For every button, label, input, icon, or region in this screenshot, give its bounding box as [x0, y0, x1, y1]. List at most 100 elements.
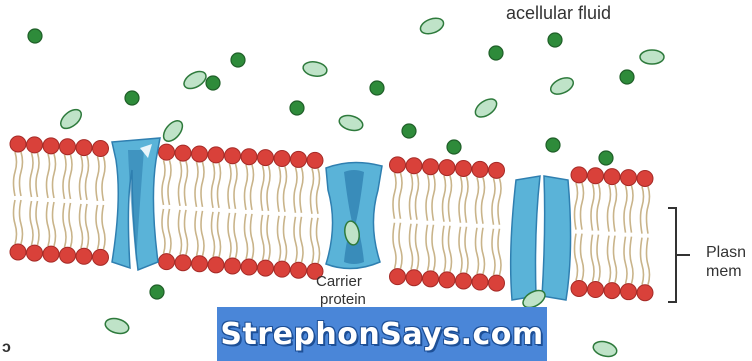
- phospholipid-head: [588, 282, 604, 298]
- solute-light: [418, 15, 445, 36]
- solute-dark: [28, 29, 42, 43]
- solute-dark: [206, 76, 220, 90]
- phospholipid-tail: [245, 214, 248, 259]
- carrier-protein-label-line1: Carrier: [316, 273, 362, 290]
- phospholipid-tail: [597, 184, 600, 231]
- phospholipid-tail: [399, 173, 402, 219]
- phospholipid-head: [637, 170, 653, 186]
- phospholipid-tail: [284, 216, 287, 261]
- phospholipid-head: [175, 255, 191, 271]
- phospholipid-tail: [443, 226, 446, 272]
- phospholipid-tail: [449, 176, 452, 222]
- membrane-bracket: [668, 208, 690, 302]
- phospholipid-tail: [641, 186, 644, 233]
- solute-light: [592, 339, 619, 359]
- phospholipid-tail: [482, 228, 485, 274]
- phospholipid-head: [241, 149, 257, 165]
- phospholipid-tail: [185, 161, 188, 206]
- phospholipid-tail: [416, 174, 419, 220]
- phospholipid-tail: [234, 213, 237, 258]
- phospholipid-head: [291, 262, 307, 278]
- solute-dark: [546, 138, 560, 152]
- phospholipid-head: [274, 151, 290, 167]
- phospholipid-tail: [410, 174, 413, 220]
- phospholipid-head: [27, 245, 43, 261]
- phospholipid-tail: [14, 200, 17, 244]
- phospholipid-tail: [443, 176, 446, 222]
- phospholipid-tail: [63, 155, 66, 199]
- phospholipid-tail: [218, 212, 221, 257]
- phospholipid-tail: [261, 166, 264, 211]
- solute-dark: [402, 124, 416, 138]
- phospholipid-tail: [80, 156, 83, 200]
- solute-dark: [489, 46, 503, 60]
- solute-light: [302, 60, 328, 78]
- phospholipid-tail: [393, 173, 396, 219]
- phospholipid-tail: [53, 154, 56, 198]
- phospholipid-head: [472, 161, 488, 177]
- phospholipid-head: [159, 144, 175, 160]
- solute-dark: [620, 70, 634, 84]
- carrier-protein-label-line2: protein: [320, 291, 366, 308]
- phospholipid-tail: [278, 167, 281, 212]
- phospholipid-tail: [311, 218, 314, 263]
- phospholipid-head: [637, 285, 653, 301]
- phospholipid-tail: [492, 178, 495, 224]
- phospholipid-tail: [102, 157, 105, 201]
- phospholipid-tail: [410, 224, 413, 270]
- phospholipid-tail: [294, 217, 297, 262]
- phospholipid-tail: [399, 223, 402, 269]
- solute-dark: [370, 81, 384, 95]
- phospholipid-tail: [300, 217, 303, 262]
- phospholipid-tail: [69, 155, 72, 199]
- phospholipid-tail: [168, 209, 171, 254]
- solute-light: [548, 75, 576, 98]
- phospholipid-tail: [179, 210, 182, 255]
- phospholipid-tail: [624, 237, 627, 284]
- phospholipid-tail: [86, 204, 89, 248]
- phospholipid-head: [225, 148, 241, 164]
- solute-light: [472, 95, 500, 120]
- phospholipid-tail: [311, 168, 314, 213]
- phospholipid-tail: [261, 215, 264, 260]
- phospholipid-head: [456, 273, 472, 289]
- phospholipid-head: [291, 151, 307, 167]
- phospholipid-tail: [482, 177, 485, 223]
- phospholipid-tail: [47, 202, 50, 246]
- phospholipid-tail: [96, 205, 99, 249]
- phospholipid-tail: [36, 153, 39, 197]
- extracellular-fluid-label: acellular fluid: [506, 3, 611, 23]
- phospholipid-head: [439, 272, 455, 288]
- phospholipid-head: [406, 270, 422, 286]
- phospholipid-head: [390, 157, 406, 173]
- solute-dark: [447, 140, 461, 154]
- phospholipid-head: [588, 168, 604, 184]
- phospholipid-tail: [476, 177, 479, 223]
- phospholipid-tail: [251, 214, 254, 259]
- phospholipid-head: [43, 246, 59, 262]
- solute-light: [640, 50, 664, 64]
- phospholipid-tail: [212, 212, 215, 257]
- phospholipid-tail: [465, 227, 468, 273]
- phospholipid-head: [571, 280, 587, 296]
- phospholipid-head: [93, 249, 109, 265]
- phospholipid-head: [175, 145, 191, 161]
- phospholipid-head: [10, 136, 26, 152]
- phospholipid-head: [192, 146, 208, 162]
- solute-light: [181, 68, 209, 92]
- cropped-text-fragment: ɔ: [2, 339, 11, 356]
- phospholipid-head: [621, 170, 637, 186]
- phospholipid-tail: [179, 161, 182, 206]
- phospholipid-tail: [575, 183, 578, 230]
- phospholipid-tail: [591, 235, 594, 282]
- phospholipid-head: [76, 140, 92, 156]
- phospholipid-head: [93, 141, 109, 157]
- phospholipid-tail: [449, 226, 452, 272]
- phospholipid-head: [60, 247, 76, 263]
- phospholipid-tail: [498, 178, 501, 224]
- phospholipid-head: [456, 161, 472, 177]
- phospholipid-tail: [614, 185, 617, 232]
- phospholipid-tail: [195, 162, 198, 207]
- phospholipid-tail: [465, 177, 468, 223]
- phospholipid-head: [472, 274, 488, 290]
